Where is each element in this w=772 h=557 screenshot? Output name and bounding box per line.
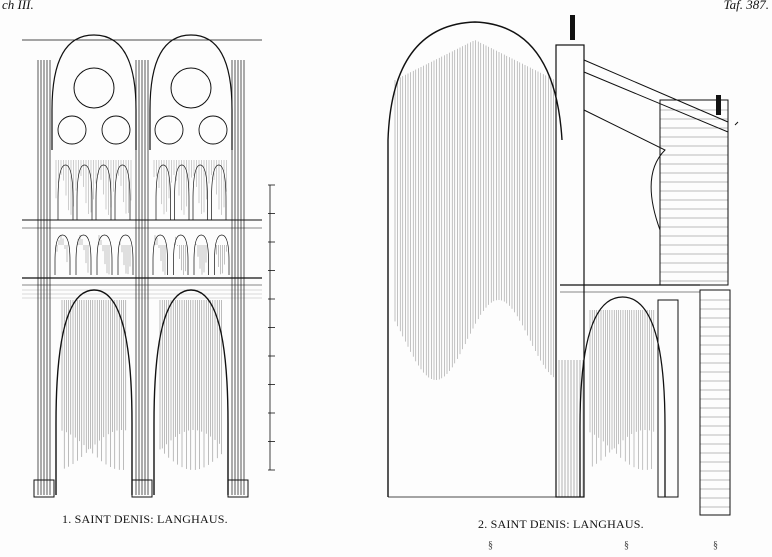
- arch: [174, 164, 190, 220]
- scale-bar: [268, 184, 275, 471]
- pier: [555, 44, 585, 498]
- pier-base: [227, 479, 249, 498]
- arch: [155, 164, 171, 220]
- register-mark: §: [713, 540, 718, 551]
- arch: [95, 164, 112, 220]
- tracery-circle: [198, 115, 228, 145]
- figure-2-caption: 2. SAINT DENIS: LANGHAUS.: [478, 517, 644, 531]
- arch: [54, 234, 71, 275]
- arch: [51, 34, 137, 150]
- pier-base: [131, 479, 153, 498]
- chapter-header: ch III.: [2, 0, 34, 12]
- arch: [75, 234, 92, 275]
- arch: [192, 164, 208, 220]
- flying-buttress: [583, 109, 666, 231]
- arch: [117, 234, 134, 275]
- register-mark: §: [624, 540, 629, 551]
- vault-arch: [387, 21, 563, 497]
- arch: [193, 234, 209, 275]
- arch: [149, 34, 233, 150]
- pier-base: [33, 479, 55, 498]
- arch: [173, 234, 189, 275]
- figure-1-elevation: [22, 34, 262, 498]
- pinnacle: [570, 15, 575, 40]
- aisle-pier: [657, 299, 679, 498]
- figure-2-section: [387, 15, 739, 516]
- tracery-circle: [101, 115, 131, 145]
- drawing-line: [734, 121, 739, 126]
- outer-wall: [699, 289, 731, 516]
- figure-1-caption: 1. SAINT DENIS: LANGHAUS.: [62, 512, 228, 526]
- register-mark: §: [488, 540, 493, 551]
- plate-number: Taf. 387.: [723, 0, 769, 12]
- arch: [76, 164, 93, 220]
- arch: [114, 164, 131, 220]
- rose-window: [170, 67, 212, 109]
- arch: [96, 234, 113, 275]
- arch: [579, 296, 666, 497]
- tracery-circle: [57, 115, 87, 145]
- arch: [214, 234, 230, 275]
- tracery-circle: [154, 115, 184, 145]
- rose-window: [73, 67, 115, 109]
- arch: [57, 164, 74, 220]
- arch: [211, 164, 227, 220]
- pinnacle: [716, 95, 721, 115]
- arch: [152, 234, 168, 275]
- arch: [55, 289, 133, 495]
